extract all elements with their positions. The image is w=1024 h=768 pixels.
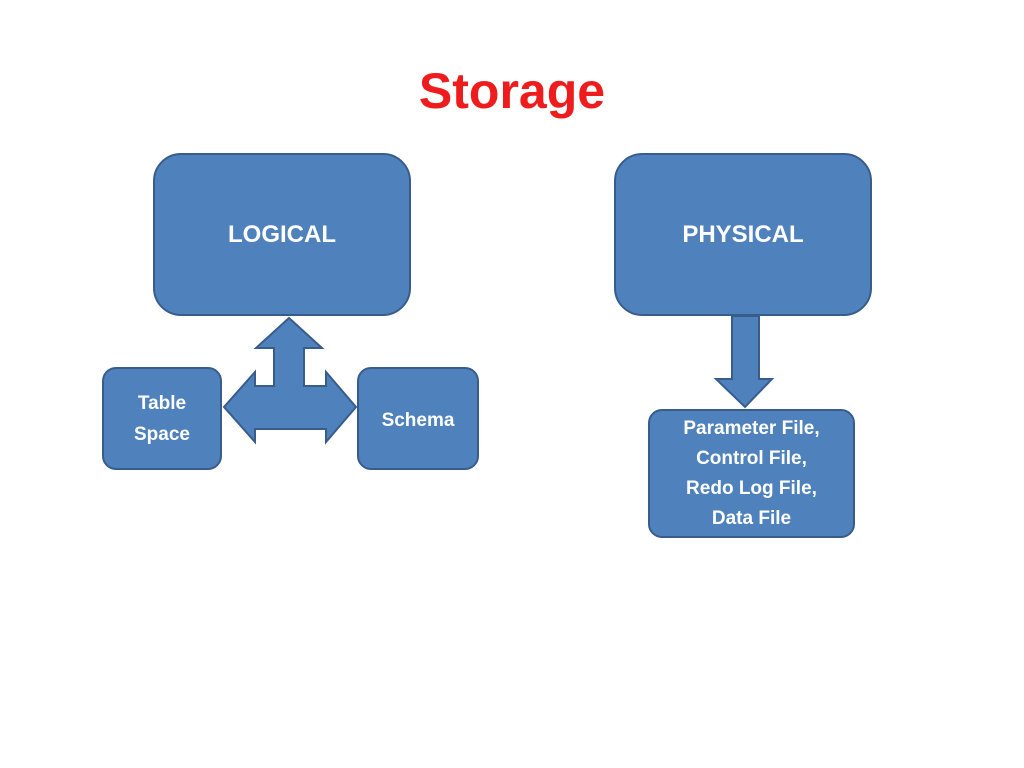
schema-label: Schema [381, 410, 455, 431]
physical-file-line: Redo Log File, [686, 477, 817, 499]
slide-title: Storage [418, 63, 606, 119]
table-space-box: Table Space [102, 367, 222, 470]
physical-file-line: Control File, [696, 447, 807, 469]
logical-label: LOGICAL [228, 221, 336, 248]
physical-label: PHYSICAL [682, 221, 804, 248]
physical-file-line: Parameter File, [683, 417, 820, 439]
physical-box: PHYSICAL [614, 153, 872, 316]
physical-files-box: Parameter File, Control File, Redo Log F… [648, 409, 855, 538]
schema-box: Schema [357, 367, 479, 470]
down-arrow [713, 315, 775, 409]
logical-box: LOGICAL [153, 153, 411, 316]
physical-file-line: Data File [711, 507, 792, 529]
table-space-line: Table [137, 392, 187, 414]
three-way-arrow [222, 316, 358, 445]
table-space-line: Space [134, 423, 190, 445]
